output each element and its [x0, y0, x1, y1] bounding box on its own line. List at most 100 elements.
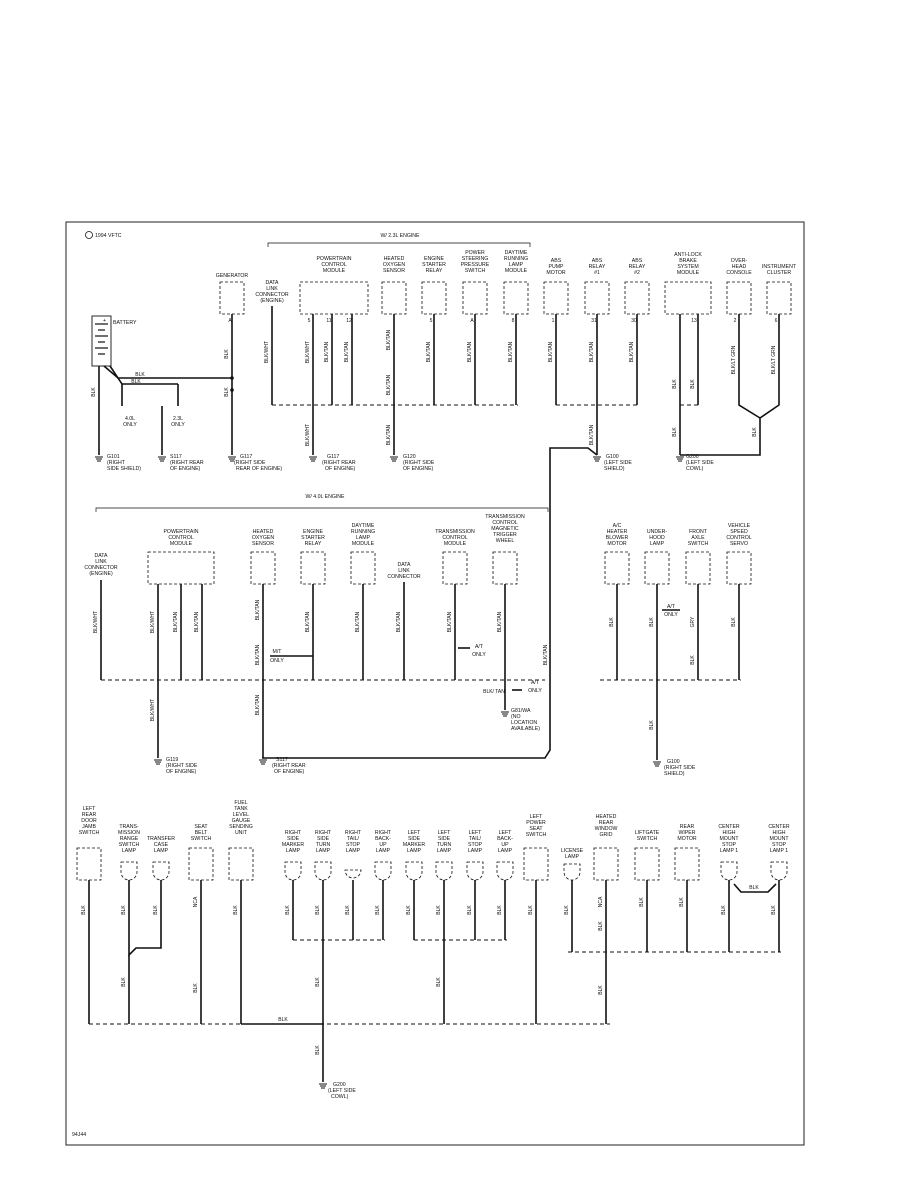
svg-text:VEHICLE: VEHICLE: [728, 523, 751, 529]
svg-text:MODULE: MODULE: [444, 541, 467, 547]
rear-wiper-motor: [674, 847, 700, 881]
wire-g200-1: BLK: [672, 427, 678, 437]
svg-text:CONNECTOR: CONNECTOR: [255, 292, 289, 298]
ground-g200a: [676, 456, 684, 462]
svg-text:RIGHT: RIGHT: [285, 830, 302, 836]
seat-belt-switch: [188, 847, 214, 881]
svg-text:HEATER: HEATER: [607, 529, 628, 535]
svg-text:DAYTIME: DAYTIME: [352, 523, 375, 529]
wire-abs-5: BLK: [690, 379, 696, 389]
ground-s117: [158, 456, 166, 462]
drl-label-23: DAYTIME RUNNING LAMP MODULE: [504, 250, 528, 274]
svg-text:RELAY: RELAY: [305, 541, 322, 547]
pin-esr-5: 5: [430, 318, 433, 324]
abs-relay2: [624, 281, 650, 315]
svg-text:SIDE: SIDE: [438, 836, 451, 842]
dlc-label-40: DATA LINK CONNECTOR (ENGINE): [84, 553, 118, 577]
svg-text:SWITCH: SWITCH: [79, 830, 100, 836]
svg-text:TRIGGER: TRIGGER: [493, 532, 517, 538]
esr-40: [300, 551, 326, 585]
svg-text:BACK-: BACK-: [375, 836, 391, 842]
svg-text:DATA: DATA: [265, 280, 279, 286]
svg-text:SWITCH: SWITCH: [465, 268, 486, 274]
wire-23-hos2: BLK/TAN: [386, 374, 392, 395]
svg-text:MAGNETIC: MAGNETIC: [491, 526, 519, 532]
g100a-l3: SHIELD): [604, 466, 625, 472]
svg-text:RIGHT: RIGHT: [345, 830, 362, 836]
g120-label: G120: [403, 454, 416, 460]
svg-text:WINDOW: WINDOW: [595, 826, 618, 832]
esr-label-23: ENGINE STARTER RELAY: [422, 256, 446, 274]
svg-text:HEATED: HEATED: [596, 814, 617, 820]
copyright-icon: [85, 231, 93, 239]
svg-text:FRONT: FRONT: [689, 529, 708, 535]
svg-text:CENTER: CENTER: [718, 824, 740, 830]
esr-label-40: ENGINE STARTER RELAY: [301, 529, 325, 547]
wire-body-25: BLK: [721, 905, 727, 915]
svg-text:CONNECTOR: CONNECTOR: [84, 565, 118, 571]
svg-text:HIGH: HIGH: [723, 830, 736, 836]
wire-40-esr: BLK/TAN: [305, 611, 311, 632]
wire-40-servo: BLK: [731, 617, 737, 627]
svg-text:LIFTGATE: LIFTGATE: [635, 830, 660, 836]
wire-23-esr: BLK/TAN: [426, 341, 432, 362]
svg-text:LAMP: LAMP: [565, 854, 580, 860]
g120-l3: OF ENGINE): [403, 466, 434, 472]
svg-text:SYSTEM: SYSTEM: [677, 264, 698, 270]
g119-l3: OF ENGINE): [166, 769, 197, 775]
svg-text:LINK: LINK: [95, 559, 107, 565]
ground-s117-40: [259, 759, 267, 765]
wire-body-2: BLK: [121, 905, 127, 915]
svg-text:SPEED: SPEED: [730, 529, 748, 535]
svg-text:ENGINE: ENGINE: [303, 529, 323, 535]
mt-only: M/T: [273, 649, 283, 655]
svg-text:STOP: STOP: [722, 842, 737, 848]
wire-body-11: BLK: [375, 905, 381, 915]
svg-text:CONTROL: CONTROL: [726, 535, 751, 541]
ground-g101: [95, 456, 103, 462]
svg-text:LEFT: LEFT: [530, 814, 544, 820]
wire-body-3: BLK: [153, 905, 159, 915]
svg-text:SWITCH: SWITCH: [526, 832, 547, 838]
wire-40-pcm3: BLK/TAN: [194, 611, 200, 632]
svg-text:LAMP: LAMP: [468, 848, 483, 854]
svg-text:SENSOR: SENSOR: [383, 268, 405, 274]
abs-relay1-label: ABS RELAY #1: [589, 258, 606, 276]
body-c1-label: LEFT REAR DOOR JAMB SWITCH: [79, 806, 100, 836]
abs-module: [664, 281, 712, 315]
svg-text:HOOD: HOOD: [649, 535, 665, 541]
svg-text:TANK: TANK: [234, 806, 248, 812]
g100b-l2: (RIGHT SIDE: [664, 765, 696, 771]
wire-body-8: BLK: [285, 905, 291, 915]
body-c10-label: LEFT SIDE MARKER LAMP: [403, 830, 425, 854]
drl-40: [350, 551, 376, 585]
svg-text:TRANSFER: TRANSFER: [147, 836, 175, 842]
svg-text:MODULE: MODULE: [323, 268, 346, 274]
underhood-lamp: [644, 551, 670, 585]
cluster-label: INSTRUMENT CLUSTER: [762, 264, 797, 276]
g200a-label: G200: [686, 454, 699, 460]
at-only-3b: ONLY: [664, 612, 678, 618]
ground-g100b: [653, 761, 661, 767]
svg-text:CLUSTER: CLUSTER: [767, 270, 791, 276]
svg-text:+: +: [103, 318, 106, 324]
copyright-text: 1994 VFTC: [95, 233, 122, 239]
svg-text:ABS: ABS: [551, 258, 562, 264]
svg-text:REAR: REAR: [599, 820, 614, 826]
svg-text:LAMP: LAMP: [498, 848, 513, 854]
wire-23-drl: BLK/TAN: [508, 341, 514, 362]
liftgate-switch: [634, 847, 660, 881]
heater-label: A/C HEATER BLOWER MOTOR: [606, 523, 629, 547]
svg-text:RELAY: RELAY: [629, 264, 646, 270]
svg-text:STOP: STOP: [468, 842, 483, 848]
svg-text:RIGHT: RIGHT: [375, 830, 392, 836]
wire-body-28: BLK: [278, 1017, 288, 1023]
wire-23-g120: BLK/TAN: [386, 424, 392, 445]
svg-text:HEATED: HEATED: [384, 256, 405, 262]
trigger-wheel: [492, 551, 518, 585]
svg-text:PUMP: PUMP: [549, 264, 565, 270]
svg-text:MARKER: MARKER: [403, 842, 425, 848]
svg-text:SIDE: SIDE: [317, 836, 330, 842]
svg-text:FUEL: FUEL: [234, 800, 247, 806]
